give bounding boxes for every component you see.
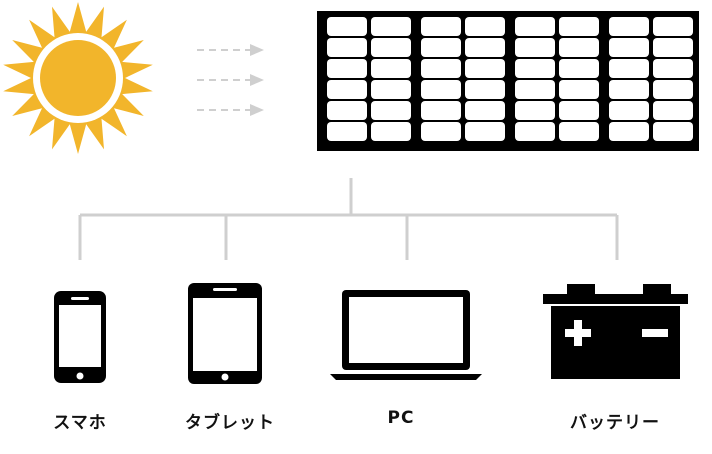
battery-icon — [543, 284, 688, 379]
tablet-icon — [188, 283, 262, 384]
sunlight-arrows — [197, 44, 264, 116]
smartphone-icon — [54, 291, 106, 383]
laptop-icon — [330, 290, 482, 380]
device-label-battery: バッテリー — [570, 413, 660, 433]
device-label-pc: PC — [387, 408, 415, 428]
device-label-smartphone: スマホ — [53, 413, 107, 433]
solar-panel-icon — [317, 11, 699, 151]
sun-icon — [3, 2, 153, 154]
connector-lines — [78, 178, 619, 260]
device-label-tablet: タブレット — [185, 413, 275, 433]
